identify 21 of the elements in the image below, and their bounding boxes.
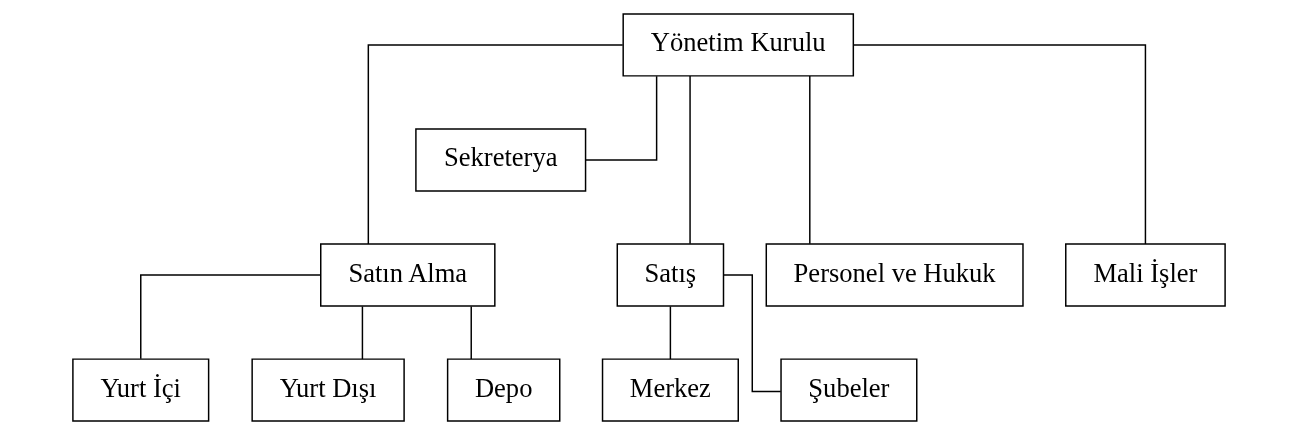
- connector: [809, 75, 811, 245]
- connector: [722, 274, 782, 393]
- connector: [367, 44, 624, 245]
- connector: [470, 305, 472, 360]
- node-box: Satın Alma: [320, 243, 496, 307]
- node-box: Sekreterya: [415, 128, 587, 192]
- node-box: Merkez: [601, 358, 739, 422]
- connector: [689, 75, 691, 245]
- node-box: Yurt Dışı: [251, 358, 405, 422]
- connector: [669, 305, 672, 360]
- connector: [140, 274, 322, 360]
- node-box: Şubeler: [780, 358, 918, 422]
- connector: [585, 75, 658, 161]
- node-box: Satış: [616, 243, 725, 307]
- node-box: Yönetim Kurulu: [622, 13, 855, 77]
- connector: [853, 44, 1147, 245]
- node-box: Depo: [446, 358, 561, 422]
- node-box: Yurt İçi: [72, 358, 210, 422]
- connector: [361, 305, 364, 360]
- node-box: Mali İşler: [1065, 243, 1226, 307]
- node-box: Personel ve Hukuk: [765, 243, 1024, 307]
